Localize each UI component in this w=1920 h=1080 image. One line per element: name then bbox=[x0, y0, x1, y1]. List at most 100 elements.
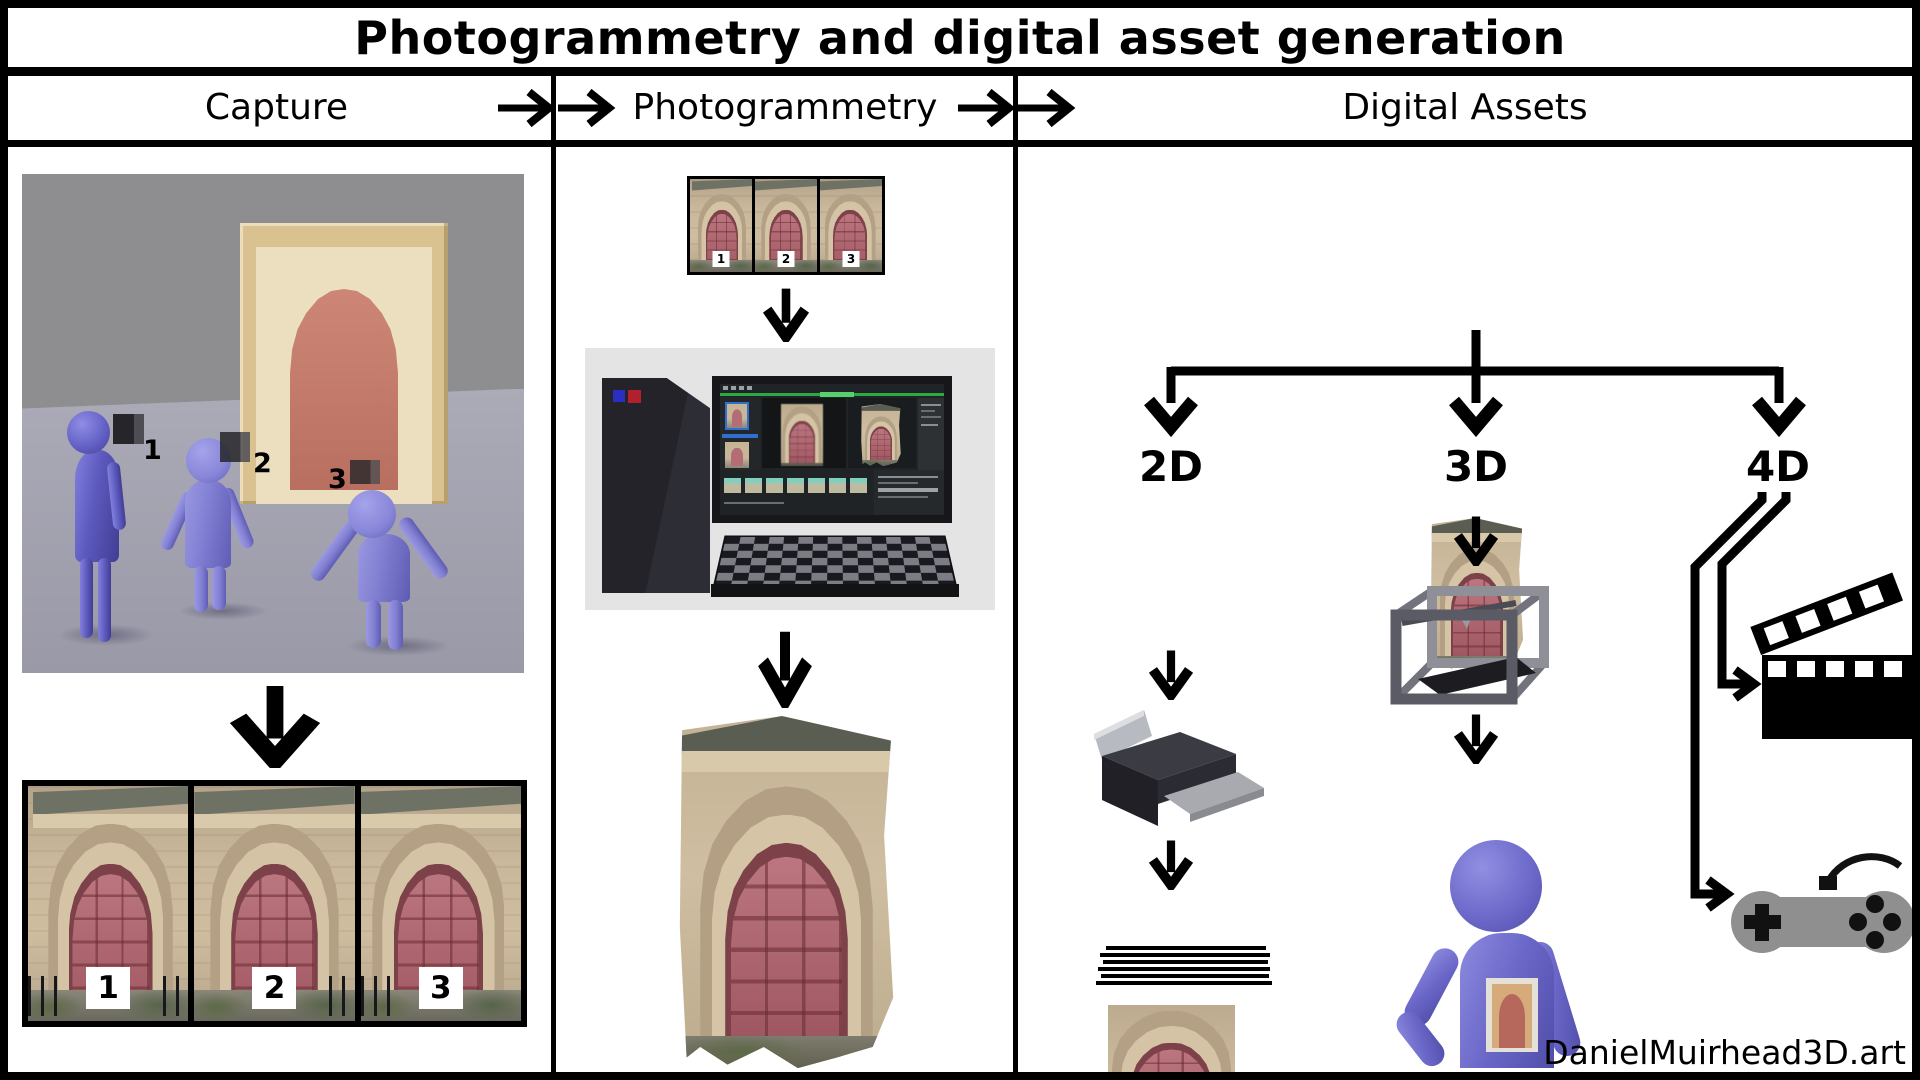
print-stack-pages bbox=[1096, 946, 1272, 985]
settings-line bbox=[921, 424, 938, 426]
software-menubar bbox=[723, 386, 753, 390]
settings-line bbox=[921, 416, 941, 418]
photo-label-3: 3 bbox=[418, 967, 463, 1010]
figure3-body bbox=[358, 534, 410, 602]
workstation-illustration bbox=[585, 348, 995, 610]
figure2-leg bbox=[194, 566, 208, 612]
watermark: DanielMuirhead3D.art bbox=[1543, 1033, 1906, 1072]
figure3-head bbox=[348, 490, 396, 538]
column-divider-1 bbox=[551, 76, 556, 1072]
input-photo-label-1: 1 bbox=[712, 251, 730, 268]
figure2-camera-icon bbox=[220, 432, 250, 462]
model-roof bbox=[679, 716, 894, 755]
film-clapperboard-icon bbox=[1750, 572, 1912, 739]
figure1-leg bbox=[98, 558, 111, 642]
timeline-line bbox=[724, 502, 784, 504]
figure3-camera-icon bbox=[350, 460, 380, 484]
input-photo-strip: 1 2 3 bbox=[687, 176, 885, 275]
figure1-camera-icon bbox=[113, 414, 144, 444]
scene-camera-label-3: 3 bbox=[328, 464, 347, 495]
properties-line bbox=[878, 482, 918, 484]
branch-label-4d: 4D bbox=[1745, 442, 1811, 491]
model-door bbox=[730, 856, 843, 1068]
monitor bbox=[712, 376, 952, 523]
printer-3d-icon bbox=[1390, 586, 1549, 705]
model-stone-band bbox=[679, 751, 894, 773]
photo-roofline bbox=[194, 786, 355, 816]
software-selection-bar bbox=[722, 434, 758, 438]
figure2-leg bbox=[212, 566, 226, 610]
software-viewport-model bbox=[861, 404, 901, 466]
capture-scene-render: 1 2 3 bbox=[22, 174, 524, 673]
tower-red-button bbox=[628, 390, 641, 403]
scene-camera-label-2: 2 bbox=[253, 448, 272, 479]
scene-doorway bbox=[240, 223, 448, 504]
model-ground bbox=[679, 1036, 894, 1068]
computer-to-model-arrow-icon bbox=[757, 628, 813, 708]
diagram-title: Photogrammetry and digital asset generat… bbox=[8, 8, 1912, 76]
printer-2d-icon bbox=[1094, 710, 1264, 826]
properties-line bbox=[878, 496, 928, 498]
input-photo-label-3: 3 bbox=[842, 251, 860, 268]
branch-connector bbox=[1144, 330, 1806, 438]
figure1-leg bbox=[80, 558, 93, 638]
column-header-capture: Capture bbox=[204, 87, 349, 128]
pc-tower bbox=[602, 378, 710, 593]
properties-field bbox=[878, 488, 938, 492]
figurine bbox=[1391, 840, 1584, 1072]
input-photo-2: 2 bbox=[755, 179, 817, 272]
diagram-title-text: Photogrammetry and digital asset generat… bbox=[354, 10, 1566, 65]
input-photo-1: 1 bbox=[690, 179, 752, 272]
game-controller-icon bbox=[1731, 853, 1915, 953]
input-photo-label-2: 2 bbox=[777, 251, 795, 268]
capture-photo-strip: 1 2 bbox=[22, 780, 527, 1027]
column-header-photogrammetry: Photogrammetry bbox=[632, 87, 938, 128]
column-divider-2 bbox=[1013, 76, 1018, 1072]
software-viewport-photo bbox=[781, 404, 823, 466]
software-progress-highlight bbox=[820, 392, 854, 397]
column-header-digital-assets: Digital Assets bbox=[1342, 87, 1588, 128]
photo-label-2: 2 bbox=[252, 967, 297, 1010]
branch-label-2d: 2D bbox=[1138, 442, 1204, 491]
timeline-thumbnails-body bbox=[724, 483, 867, 493]
keyboard bbox=[713, 535, 957, 586]
capture-photo-3: 3 bbox=[360, 786, 521, 1021]
reconstructed-model-large bbox=[679, 716, 894, 1068]
3dprinter-to-figurine-arrow-icon bbox=[1453, 712, 1499, 764]
figure3-leg bbox=[388, 600, 403, 650]
photo-roofline bbox=[32, 786, 189, 816]
software-thumbnail bbox=[725, 442, 749, 468]
photo-railings bbox=[360, 976, 393, 1017]
photo-roofline bbox=[360, 786, 521, 816]
card-door-arch bbox=[1499, 994, 1525, 1048]
tower-blue-button bbox=[613, 390, 625, 402]
figurine-head bbox=[1450, 840, 1542, 932]
photos-to-computer-arrow-icon bbox=[762, 286, 810, 342]
printer-to-prints-arrow-icon bbox=[1148, 838, 1194, 890]
figure1-head bbox=[67, 411, 110, 454]
photo-railings bbox=[28, 976, 61, 1017]
input-photo-3: 3 bbox=[820, 179, 882, 272]
photo-to-printer-arrow-icon bbox=[1148, 648, 1194, 700]
properties-line bbox=[878, 476, 938, 478]
figurine-door-card bbox=[1486, 978, 1538, 1052]
photo-label-1: 1 bbox=[86, 967, 131, 1010]
4d-flow-path bbox=[1690, 492, 1791, 912]
photo-railings bbox=[329, 976, 355, 1017]
scene-camera-label-1: 1 bbox=[143, 435, 162, 466]
figure2-body bbox=[185, 480, 231, 568]
figure3-leg bbox=[366, 600, 381, 648]
photo-stone-band bbox=[194, 814, 355, 829]
model-to-3dprinter-arrow-icon bbox=[1453, 514, 1499, 566]
settings-line bbox=[921, 404, 941, 406]
capture-photo-2: 2 bbox=[194, 786, 355, 1021]
capture-down-arrow-icon bbox=[228, 682, 322, 768]
keyboard-front-edge bbox=[711, 584, 959, 597]
header-divider bbox=[8, 140, 1912, 147]
branch-label-3d: 3D bbox=[1443, 442, 1509, 491]
scene-doorway-arch bbox=[290, 289, 398, 490]
photo-stone-band bbox=[32, 814, 189, 829]
photo-railings bbox=[162, 976, 189, 1017]
asset-2d-photo bbox=[1108, 1005, 1235, 1080]
